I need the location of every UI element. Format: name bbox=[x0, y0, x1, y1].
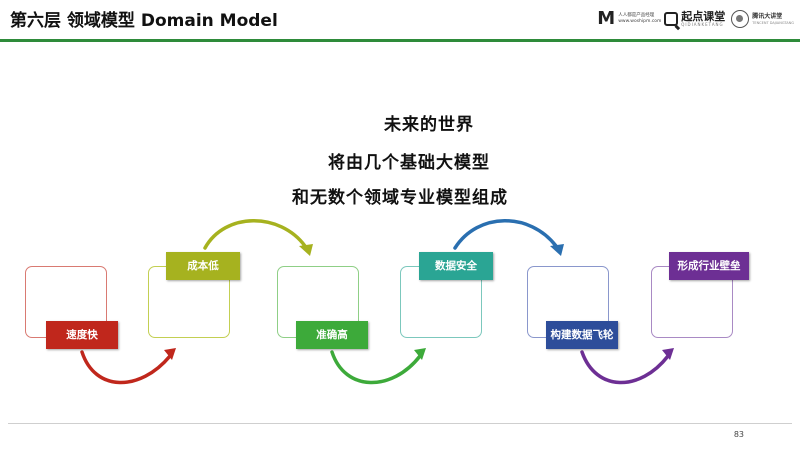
woshipm-logo: M 人人都是产品经理 www.woshipm.com bbox=[597, 8, 662, 29]
flow-arrow-2 bbox=[203, 219, 307, 250]
flow-arrow-1 bbox=[80, 350, 172, 385]
flow-arrowhead-4 bbox=[550, 244, 564, 256]
flow-label-6: 形成行业壁垒 bbox=[669, 252, 749, 280]
flow-label-3: 准确高 bbox=[296, 321, 368, 349]
flow-arrowhead-5 bbox=[662, 348, 674, 360]
tencent-logo-subtext: TENCENT DAJIANGTANG bbox=[752, 20, 794, 25]
flow-arrowhead-2 bbox=[299, 244, 313, 256]
tagline-line-2: 将由几个基础大模型 bbox=[328, 153, 490, 173]
footer-divider bbox=[8, 423, 792, 424]
page-number: 83 bbox=[733, 430, 744, 439]
flow-arrow-3 bbox=[330, 350, 422, 385]
tagline-line-1: 未来的世界 bbox=[384, 115, 474, 135]
m-logo-icon: M bbox=[597, 8, 616, 29]
tencent-logo: 腾讯大讲堂 TENCENT DAJIANGTANG bbox=[731, 10, 794, 28]
qidian-logo-subtext: QIDIANKETANG bbox=[681, 22, 724, 27]
tagline-line-3: 和无数个领域专业模型组成 bbox=[292, 188, 508, 208]
flow-arrow-4 bbox=[453, 219, 558, 250]
flow-label-4: 数据安全 bbox=[419, 252, 493, 280]
q-logo-icon bbox=[664, 12, 679, 26]
seal-logo-icon bbox=[731, 10, 750, 28]
qidian-logo: 起点课堂 QIDIANKETANG bbox=[664, 11, 725, 27]
flow-label-1: 速度快 bbox=[46, 321, 118, 349]
partner-logos: M 人人都是产品经理 www.woshipm.com 起点课堂 QIDIANKE… bbox=[597, 8, 794, 30]
flow-arrowhead-1 bbox=[164, 348, 176, 360]
header-divider bbox=[0, 39, 800, 42]
flow-arrow-5 bbox=[580, 350, 670, 385]
flow-label-2: 成本低 bbox=[166, 252, 240, 280]
woshipm-logo-text: 人人都是产品经理 www.woshipm.com bbox=[618, 13, 662, 24]
flow-arrowhead-3 bbox=[414, 348, 426, 360]
flow-label-5: 构建数据飞轮 bbox=[546, 321, 618, 349]
tencent-logo-text: 腾讯大讲堂 bbox=[752, 12, 783, 20]
qidian-logo-text: 起点课堂 bbox=[681, 10, 726, 23]
header-title: 第六层 领域模型 Domain Model bbox=[10, 11, 278, 31]
